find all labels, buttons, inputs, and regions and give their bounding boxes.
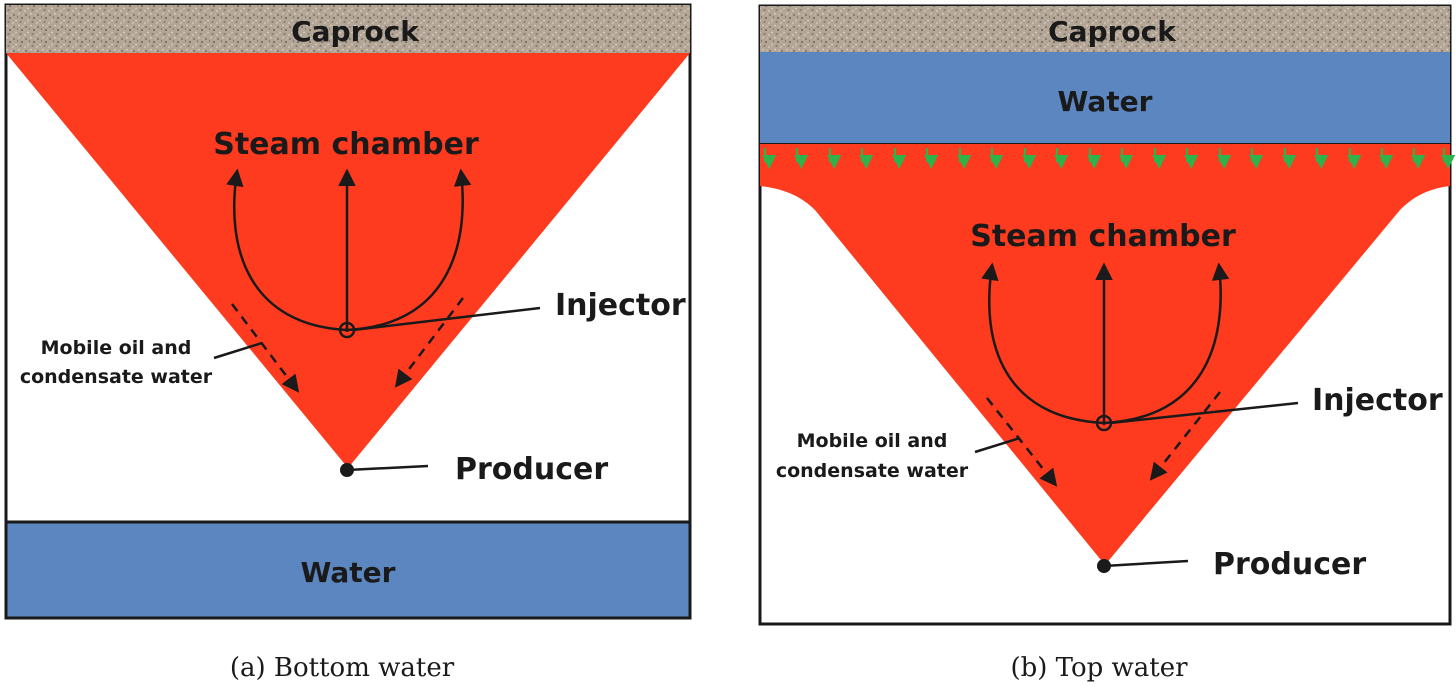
panel-a-flow-left-arrow	[226, 168, 348, 332]
panel-b-mobile-leader	[974, 436, 1021, 454]
panel-a-flow-arrows	[226, 168, 472, 332]
panel-b-drainage-arrows	[986, 391, 1221, 487]
panel-a-steam-chamber-label: Steam chamber	[213, 127, 479, 162]
panel-b-drainage-left-arrow	[986, 397, 1058, 487]
panel-a-drainage-left-arrow	[231, 303, 300, 393]
panel-b-mobile-label-line2: condensate water	[776, 460, 969, 482]
panel-b-caprock-layer	[760, 6, 1450, 52]
panel-a-injector-core	[345, 328, 349, 332]
panel-b-flow-left-arrow	[981, 262, 1105, 425]
panel-a-injector-label: Injector	[555, 288, 686, 323]
panel-bottom-water: Caprock Water Steam chamber Injector Mob…	[4, 3, 692, 683]
panel-a-water-layer	[4, 520, 692, 620]
panel-a-water-label: Water	[301, 556, 396, 589]
panel-b-drainage-right-arrow	[1149, 391, 1221, 481]
panel-a-caprock-label: Caprock	[291, 15, 420, 48]
panel-a-drainage-arrows	[231, 297, 464, 393]
panel-a-caption: (a) Bottom water	[230, 653, 455, 683]
panel-a-mobile-label-line2: condensate water	[20, 366, 213, 388]
panel-b-producer-leader	[1103, 559, 1189, 568]
panel-b-flow-right-arrow	[1103, 262, 1230, 425]
panel-b-injector-core	[1102, 421, 1106, 425]
panel-b-water-label: Water	[1058, 85, 1153, 118]
panel-b-seepage-arrows	[762, 148, 1456, 169]
panel-a-drainage-right-arrow	[394, 297, 464, 388]
panel-b-injector-leader	[1109, 401, 1299, 425]
panel-a-producer-label: Producer	[455, 452, 608, 487]
panel-b-water-layer	[760, 52, 1450, 144]
panel-a-caprock-layer	[6, 5, 690, 53]
panel-b-injector-label: Injector	[1312, 383, 1443, 418]
panel-b-caption: (b) Top water	[1010, 653, 1188, 683]
panel-a-injector-leader	[352, 306, 541, 332]
panel-a-flow-right-arrow	[346, 168, 472, 332]
panel-b-caprock-label: Caprock	[1048, 15, 1177, 48]
panel-b-producer-label: Producer	[1213, 547, 1366, 582]
panel-b-mobile-label-line1: Mobile oil and	[797, 430, 948, 452]
panel-b-flow-arrows	[981, 262, 1230, 425]
panel-top-water: Caprock Water	[758, 4, 1456, 683]
panel-b-steam-chamber-label: Steam chamber	[970, 219, 1236, 254]
panel-a-producer-leader	[346, 464, 429, 472]
panel-a-mobile-leader	[213, 341, 263, 360]
panel-a-mobile-label-line1: Mobile oil and	[41, 337, 192, 359]
